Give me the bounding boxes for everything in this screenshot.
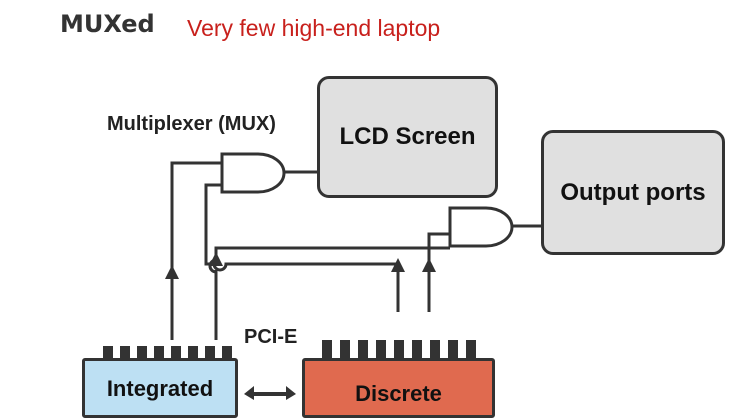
integrated-gpu-node: Integrated xyxy=(82,358,238,418)
wire-discrete-to-mux2 xyxy=(427,232,450,312)
output-ports-label: Output ports xyxy=(560,178,706,206)
discrete-gpu-node: Discrete xyxy=(302,358,495,418)
mux-gate-lcd xyxy=(220,152,286,194)
pcie-label: PCI-E xyxy=(244,326,298,348)
diagram-heading: MUXed xyxy=(60,10,155,38)
arrowhead-discrete-left xyxy=(391,258,405,272)
arrowhead-integrated-left xyxy=(165,265,179,279)
integrated-gpu-label: Integrated xyxy=(106,376,214,401)
discrete-gpu-label: Discrete xyxy=(355,381,442,406)
output-ports-node: Output ports xyxy=(541,130,725,255)
lcd-screen-node: LCD Screen xyxy=(317,76,498,198)
arrowhead-integrated-right xyxy=(209,252,223,266)
wiring-diagram xyxy=(103,152,541,400)
arrowhead-discrete-right xyxy=(422,258,436,272)
mux-label: Multiplexer (MUX) xyxy=(107,113,276,135)
lcd-screen-label: LCD Screen xyxy=(339,123,476,150)
mux-gate-output xyxy=(448,206,514,248)
diagram-subtitle: Very few high-end laptop xyxy=(187,15,441,41)
